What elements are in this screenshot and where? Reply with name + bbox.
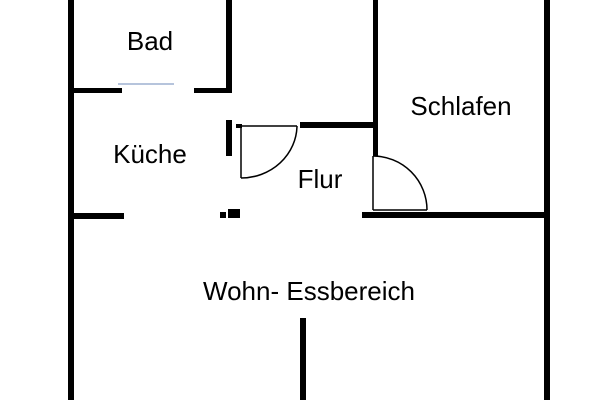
door-flur <box>240 125 298 179</box>
room-label-bad: Bad <box>127 26 173 56</box>
wall-schlafen-left <box>373 0 378 156</box>
wall-bad-kueche-right <box>194 88 230 93</box>
wall-kueche-right <box>226 120 232 156</box>
room-label-wohn: Wohn- Essbereich <box>203 276 415 306</box>
door-schlafen <box>372 155 428 211</box>
room-label-schlafen: Schlafen <box>410 91 511 121</box>
door-flur-swing <box>240 125 298 179</box>
wall-kueche-bottom <box>70 213 124 219</box>
room-label-flur: Flur <box>298 164 343 194</box>
room-label-kueche: Küche <box>113 139 187 169</box>
doors <box>240 125 428 211</box>
wall-flur-top-post <box>236 124 242 128</box>
wall-right-outer <box>544 0 550 400</box>
wall-wohn-top-post <box>220 212 226 218</box>
wall-flur-top <box>300 122 376 128</box>
walls <box>68 0 550 400</box>
wall-schlafen-bottom <box>362 212 548 218</box>
door-schlafen-swing <box>372 155 428 211</box>
wall-left-outer <box>68 0 74 400</box>
wall-bad-right <box>226 0 232 93</box>
room-labels: Bad Küche Flur Schlafen Wohn- Essbereich <box>113 26 511 306</box>
wall-bad-kueche-left <box>72 88 122 93</box>
wall-wohn-partition <box>300 318 306 400</box>
wall-kueche-stub <box>228 209 240 218</box>
